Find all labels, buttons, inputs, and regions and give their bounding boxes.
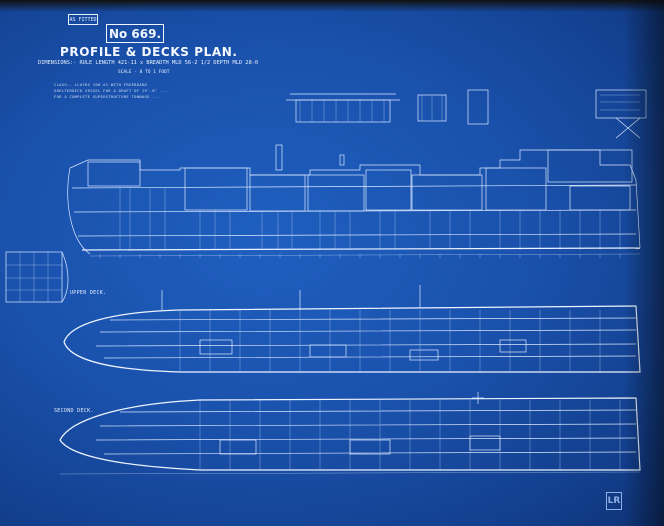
sheet-right-shadow	[624, 0, 664, 526]
sheet-top-shadow	[0, 0, 664, 12]
label-second-deck: SECOND DECK.	[54, 408, 94, 414]
plan-title: PROFILE & DECKS PLAN.	[60, 45, 238, 59]
second-deck-plan	[59, 392, 641, 475]
upper-deck-plan	[63, 285, 641, 373]
profile-view	[67, 144, 641, 258]
plan-number: No 669.	[106, 24, 164, 43]
note-conditions: FOR A COMPLETE SUPERSTRUCTURE TONNAGE ..…	[54, 94, 161, 99]
note-class: CLASS:- LLOYDS 100 A1 WITH FREEBOARD	[54, 82, 148, 87]
lr-logo: LR	[606, 492, 622, 510]
dimensions-line: DIMENSIONS:- RULE LENGTH 421-11 x BREADT…	[38, 60, 259, 66]
note-survey: SHELTERDECK VESSEL FOR A DRAFT OF 19'-8"…	[54, 88, 168, 93]
bow-section	[5, 251, 69, 303]
scale-line: SCALE - 8 TO 1 FOOT	[118, 70, 170, 75]
reference-tag: AS FITTED	[68, 14, 98, 25]
detail-sketches	[286, 89, 647, 139]
label-upper-deck: UPPER DECK.	[70, 290, 107, 296]
